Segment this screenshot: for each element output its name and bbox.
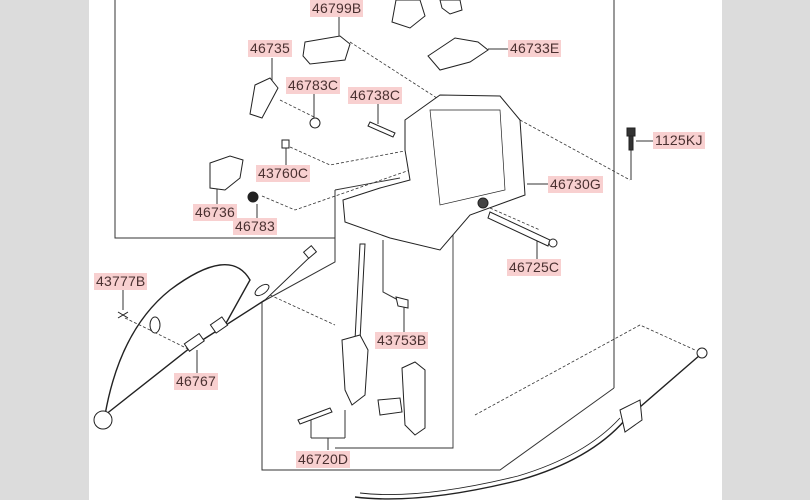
dash-46799B	[349, 41, 441, 101]
dash-cable-right	[474, 324, 696, 416]
frame-line-inner-box	[334, 177, 454, 449]
part-46720D-pin	[297, 407, 333, 425]
frame-line-upper-left	[114, 0, 335, 239]
part-label-46783[interactable]: 46783	[233, 218, 277, 235]
part-46736	[209, 155, 244, 191]
part-43760C	[281, 139, 290, 149]
dash-46725C	[489, 207, 541, 231]
part-knob-top	[391, 0, 426, 29]
part-label-46799B[interactable]: 46799B	[310, 0, 364, 17]
part-46738C	[367, 121, 396, 138]
dash-43760C	[289, 146, 411, 166]
part-label-46738C[interactable]: 46738C	[348, 87, 403, 104]
part-46720D-bracket	[341, 334, 369, 406]
part-46730G	[342, 94, 526, 251]
leader-43753B-up	[382, 240, 399, 301]
part-46783C	[309, 117, 321, 129]
dash-46735	[279, 99, 321, 121]
part-label-46736[interactable]: 46736	[193, 204, 237, 221]
dash-43777B	[124, 317, 151, 331]
dash-cable-mid	[269, 294, 336, 326]
part-43777B	[117, 311, 129, 319]
part-label-46767[interactable]: 46767	[174, 373, 218, 390]
part-label-46733E[interactable]: 46733E	[508, 40, 562, 57]
part-46783	[247, 191, 259, 203]
part-46735	[249, 77, 279, 119]
dash-1125KJ	[519, 119, 631, 181]
part-label-46730G[interactable]: 46730G	[548, 176, 604, 193]
part-label-46725C[interactable]: 46725C	[507, 259, 562, 276]
part-46767-cable	[104, 264, 251, 416]
frame-line-lower-box	[261, 302, 615, 471]
part-46799B	[302, 35, 351, 65]
leader-46720D	[310, 410, 346, 450]
part-46725C	[487, 211, 551, 247]
part-label-46783C[interactable]: 46783C	[286, 77, 341, 94]
dash-cable-left	[149, 329, 191, 351]
part-lower-cable	[354, 354, 701, 500]
part-knob-cap	[439, 0, 463, 15]
frame-line-inner-left	[261, 190, 336, 303]
part-1125KJ	[626, 127, 636, 151]
part-label-46720D[interactable]: 46720D	[296, 451, 351, 468]
part-label-43753B[interactable]: 43753B	[375, 332, 429, 349]
dash-46783	[261, 169, 411, 211]
part-46733E	[427, 37, 489, 71]
part-46720D-rod	[354, 243, 366, 341]
part-label-46735[interactable]: 46735	[248, 40, 292, 57]
part-label-1125KJ[interactable]: 1125KJ	[653, 132, 705, 149]
part-label-43760C[interactable]: 43760C	[256, 165, 311, 182]
part-label-43777B[interactable]: 43777B	[94, 273, 148, 290]
part-43753B	[395, 296, 409, 309]
part-bracket-right	[401, 361, 426, 436]
